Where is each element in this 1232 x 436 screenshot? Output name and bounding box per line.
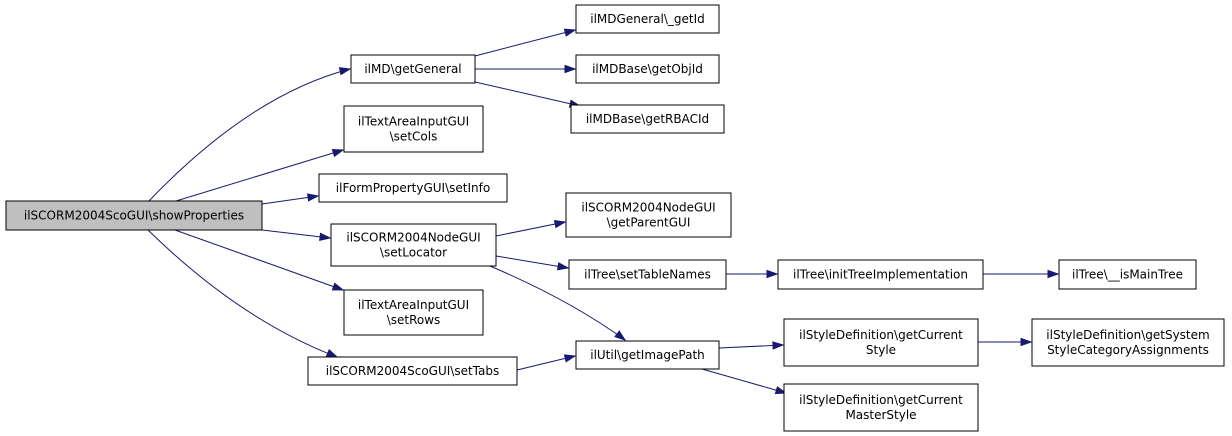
node-box — [343, 289, 484, 336]
node-box — [343, 105, 484, 153]
node-md_getGeneral[interactable]: ilMD\getGeneral — [350, 54, 476, 84]
node-label: ilStyleDefinition\getCurrent — [799, 328, 963, 342]
node-label: ilMDBase\getRBACId — [586, 112, 709, 126]
node-label: ilTextAreaInputGUI — [358, 298, 469, 312]
node-box — [783, 383, 979, 432]
node-label: ilSCORM2004ScoGUI\showProperties — [24, 209, 244, 223]
arrowhead-formprop_setInfo — [307, 193, 320, 202]
edges-layer — [147, 28, 1060, 395]
arrowhead-md_getGeneral — [338, 67, 352, 76]
node-label: ilUtil\getImagePath — [590, 348, 705, 362]
arrowhead-nodegui_setLocator — [319, 232, 332, 241]
node-textarea_setRows[interactable]: ilTextAreaInputGUI\setRows — [343, 289, 484, 336]
arrowhead-style_getCurrentStyle — [772, 341, 785, 350]
arrowhead-tree_initTreeImplementation — [766, 269, 779, 279]
node-box — [777, 259, 984, 290]
edge-root-to-scogui_setTabs — [147, 229, 338, 358]
node-nodegui_getParentGUI[interactable]: ilSCORM2004NodeGUI\getParentGUI — [565, 192, 732, 238]
arrowhead-style_getSystemStyleCat — [1020, 337, 1033, 347]
node-util_getImagePath[interactable]: ilUtil\getImagePath — [575, 340, 720, 370]
node-label: \setLocator — [380, 246, 447, 260]
node-label: ilTextAreaInputGUI — [358, 115, 469, 129]
arrowhead-textarea_setRows — [331, 282, 345, 291]
node-box — [307, 356, 518, 386]
node-label: StyleCategoryAssignments — [1047, 343, 1209, 357]
edge-nodegui_setLocator-to-nodegui_getParentGUI — [495, 221, 566, 237]
node-mdbase_getRBACId[interactable]: ilMDBase\getRBACId — [570, 104, 725, 134]
arrowhead-tree_setTableNames — [556, 262, 570, 271]
arrowhead-nodegui_getParentGUI — [553, 219, 567, 229]
edge-root-to-md_getGeneral — [147, 68, 351, 203]
node-label: \setRows — [387, 313, 441, 327]
arrowhead-textarea_setCols — [331, 149, 345, 158]
node-style_getSystemStyleCat[interactable]: ilStyleDefinition\getSystemStyleCategory… — [1031, 318, 1225, 367]
node-mdbase_getObjId[interactable]: ilMDBase\getObjId — [575, 54, 720, 84]
arrowhead-util_getImagePath — [614, 330, 627, 341]
edge-nodegui_setLocator-to-util_getImagePath — [489, 265, 626, 341]
node-label: ilTree\initTreeImplementation — [793, 268, 968, 282]
node-tree_setTableNames[interactable]: ilTree\setTableNames — [568, 259, 727, 290]
arrowhead-util_getImagePath — [563, 354, 577, 363]
node-label: \getParentGUI — [607, 216, 691, 230]
arrowhead-mdbase_getObjId — [564, 64, 577, 74]
node-label: ilTree\setTableNames — [584, 268, 711, 282]
edge-md_getGeneral-to-mdbase_getRBACId — [474, 81, 581, 107]
node-label: ilStyleDefinition\getSystem — [1046, 328, 1209, 342]
edge-root-to-nodegui_setLocator — [261, 229, 331, 239]
edge-nodegui_setLocator-to-tree_setTableNames — [495, 255, 569, 269]
node-label: \setCols — [390, 130, 438, 144]
node-box — [318, 173, 508, 203]
node-box — [783, 318, 979, 367]
node-formprop_setInfo[interactable]: ilFormPropertyGUI\setInfo — [318, 173, 508, 203]
edge-md_getGeneral-to-mdgeneral_getId — [474, 29, 576, 57]
node-label: ilSCORM2004ScoGUI\setTabs — [326, 364, 499, 378]
node-box — [575, 340, 720, 370]
node-label: MasterStyle — [845, 408, 916, 422]
node-tree_initTreeImplementation[interactable]: ilTree\initTreeImplementation — [777, 259, 984, 290]
edge-util_getImagePath-to-style_getCurrentMasterStyle — [701, 368, 787, 394]
node-box — [568, 259, 727, 290]
arrowhead-style_getCurrentMasterStyle — [774, 386, 788, 395]
node-tree_isMainTree[interactable]: ilTree\__isMainTree — [1058, 259, 1197, 290]
node-box — [1058, 259, 1197, 290]
node-box — [5, 200, 263, 231]
node-label: ilStyleDefinition\getCurrent — [799, 393, 963, 407]
node-box — [570, 104, 725, 134]
arrowhead-tree_isMainTree — [1047, 269, 1060, 279]
node-box — [1031, 318, 1225, 367]
arrowhead-scogui_setTabs — [325, 349, 339, 358]
node-box — [330, 223, 497, 267]
node-label: ilSCORM2004NodeGUI — [346, 231, 480, 245]
edge-root-to-textarea_setRows — [174, 229, 344, 291]
node-nodegui_setLocator[interactable]: ilSCORM2004NodeGUI\setLocator — [330, 223, 497, 267]
node-label: ilMD\getGeneral — [364, 62, 461, 76]
node-label: ilFormPropertyGUI\setInfo — [336, 181, 490, 195]
node-label: ilSCORM2004NodeGUI — [581, 201, 715, 215]
node-root[interactable]: ilSCORM2004ScoGUI\showProperties — [5, 200, 263, 231]
edge-root-to-textarea_setCols — [175, 149, 344, 202]
edge-util_getImagePath-to-style_getCurrentStyle — [718, 344, 784, 349]
node-box — [350, 54, 476, 84]
node-textarea_setCols[interactable]: ilTextAreaInputGUI\setCols — [343, 105, 484, 153]
node-box — [575, 4, 720, 34]
node-label: ilMDGeneral\_getId — [590, 12, 704, 26]
node-scogui_setTabs[interactable]: ilSCORM2004ScoGUI\setTabs — [307, 356, 518, 386]
node-box — [575, 54, 720, 84]
nodes-layer: ilSCORM2004ScoGUI\showProperties ilMD\get… — [5, 4, 1225, 432]
node-mdgeneral_getId[interactable]: ilMDGeneral\_getId — [575, 4, 720, 34]
node-label: ilTree\__isMainTree — [1072, 268, 1183, 282]
node-box — [565, 192, 732, 238]
node-label: ilMDBase\getObjId — [592, 62, 703, 76]
arrowhead-mdgeneral_getId — [563, 28, 577, 37]
node-label: Style — [866, 343, 896, 357]
